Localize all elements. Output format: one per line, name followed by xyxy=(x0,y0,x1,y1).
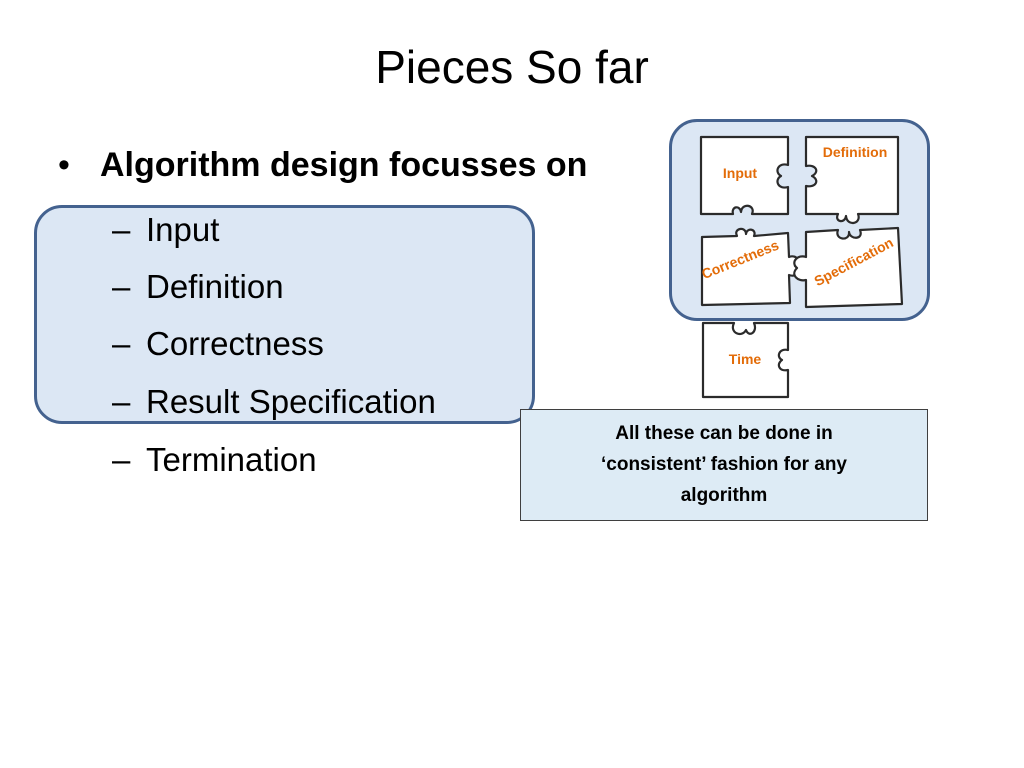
note-box: All these can be done in ‘consistent’ fa… xyxy=(520,409,928,521)
subitem-definition: –Definition xyxy=(112,268,284,306)
subitem-label: Input xyxy=(146,211,220,248)
puzzle-piece-definition xyxy=(804,135,900,224)
note-line: All these can be done in xyxy=(615,423,833,444)
subitem-label: Termination xyxy=(146,441,317,478)
subitem-correctness: –Correctness xyxy=(112,325,324,363)
main-bullet-text: Algorithm design focusses on xyxy=(100,146,588,184)
puzzle-label-time: Time xyxy=(729,351,762,367)
puzzle-label-definition: Definition xyxy=(823,144,888,160)
bullet-dot: • xyxy=(58,146,70,184)
dash: – xyxy=(112,441,131,478)
dash: – xyxy=(112,268,131,305)
puzzle-piece-specification xyxy=(793,226,904,309)
main-bullet: • Algorithm design focusses on xyxy=(58,146,587,185)
subitem-label: Correctness xyxy=(146,325,324,362)
puzzle-piece-time xyxy=(701,321,790,399)
puzzle-label-input: Input xyxy=(723,165,758,181)
dash: – xyxy=(112,383,131,420)
subitem-input: –Input xyxy=(112,211,219,249)
note-line: algorithm xyxy=(680,485,768,506)
highlight-box xyxy=(34,205,535,424)
dash: – xyxy=(112,325,131,362)
note-line: ‘consistent’ fashion for any xyxy=(601,454,847,475)
subitem-result-specification: –Result Specification xyxy=(112,383,436,421)
slide-title: Pieces So far xyxy=(375,41,649,93)
dash: – xyxy=(112,211,131,248)
subitem-label: Result Specification xyxy=(146,383,436,420)
puzzle-piece-input xyxy=(699,135,790,216)
subitem-termination: –Termination xyxy=(112,441,317,479)
subitem-label: Definition xyxy=(146,268,284,305)
